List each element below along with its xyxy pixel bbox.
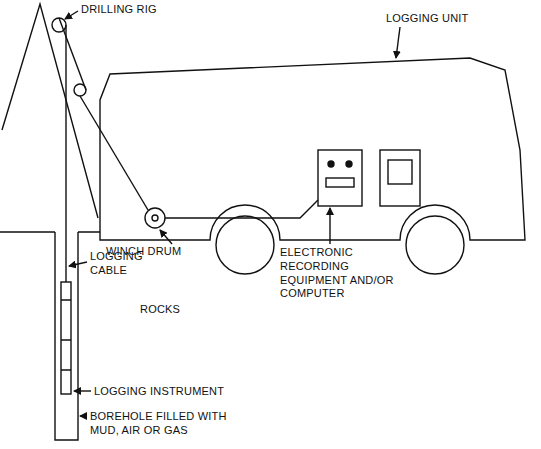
signal-wire: [165, 200, 318, 218]
logging-instrument: [61, 282, 71, 394]
leader-arrow: [80, 415, 87, 416]
display: [326, 178, 354, 187]
leader-arrow: [160, 230, 172, 244]
drum-label: WINCH DRUM: [106, 245, 206, 259]
borehole-label: BOREHOLE FILLED WITH MUD, AIR OR GAS: [90, 410, 250, 438]
cable-run: [59, 18, 86, 90]
leader-arrow: [74, 390, 91, 391]
winch-drum: [145, 208, 165, 228]
leader-arrow: [396, 27, 400, 58]
rocks-label: ROCKS: [140, 303, 220, 317]
knob: [328, 161, 334, 167]
wheel: [406, 216, 464, 274]
leader-arrow: [69, 262, 87, 266]
knob: [346, 161, 352, 167]
instrument-joints: [61, 300, 71, 370]
screen: [388, 160, 412, 184]
leader-arrow: [65, 11, 78, 19]
logging-cable: [65, 25, 66, 282]
rig-label: DRILLING RIG: [81, 3, 191, 17]
instrument-label: LOGGING INSTRUMENT: [94, 385, 244, 399]
recorder-box: [318, 150, 362, 206]
cable-run: [80, 96, 148, 210]
rig-frame: [2, 4, 98, 218]
winch-hub: [152, 215, 158, 221]
ground-line: [0, 231, 100, 232]
equipment-label: ELECTRONIC RECORDING EQUIPMENT AND/OR CO…: [280, 246, 402, 301]
computer-box: [380, 150, 420, 206]
unit-label: LOGGING UNIT: [386, 12, 496, 26]
logging-unit-body: [100, 58, 525, 240]
wheel: [216, 216, 274, 274]
leader-arrow: [329, 208, 330, 244]
